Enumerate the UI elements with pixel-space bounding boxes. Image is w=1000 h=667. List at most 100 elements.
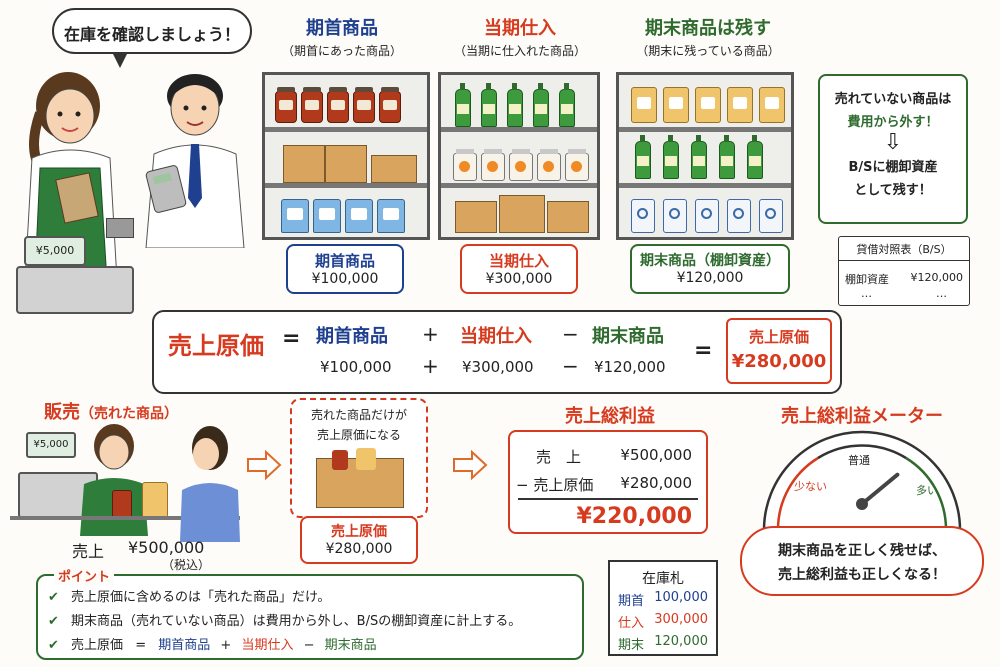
column1-subtitle: （期首にあった商品） (281, 44, 402, 58)
gp-result: ¥220,000 (576, 504, 692, 529)
tag-row2-value: 300,000 (654, 612, 708, 627)
formula-term1: 期首商品 (316, 326, 388, 347)
formula-term3: 期末商品 (592, 326, 664, 347)
formula-result-label: 売上原価 (748, 328, 809, 346)
meter-low-label: 少ない (794, 480, 827, 493)
gross-profit-title: 売上総利益 (565, 406, 655, 427)
shelf-purchases (438, 72, 600, 240)
points-item-1: ✔ 売上原価に含めるのは「売れた商品」だけ。 (48, 586, 330, 605)
bs-title: 貸借対照表（B/S） (839, 241, 969, 261)
meter-title: 売上総利益メーター (781, 406, 943, 427)
speech-bubble-top: 在庫を確認しましょう！ (52, 8, 252, 54)
register-receipt (106, 218, 134, 238)
inventory-tag: 在庫札 期首 100,000 仕入 300,000 期末 120,000 (608, 560, 718, 656)
sales-scene: ¥5,000 (10, 420, 240, 542)
formula-value3: ¥120,000 (594, 358, 666, 376)
sales-register-display-text: ¥5,000 (33, 439, 69, 450)
purchases-box-label: 当期仕入 (488, 252, 549, 270)
opening-stock-box-value: ¥100,000 (311, 271, 379, 287)
speech-bubble-text: 在庫を確認しましょう！ (63, 25, 240, 44)
column2-title: 当期仕入 (484, 18, 556, 39)
sold-goods-box-label: 売上原価 (331, 524, 387, 540)
note-line1: 売れていない商品は (834, 92, 952, 107)
shelf-closing-stock (616, 72, 794, 240)
gp-divider (518, 498, 698, 500)
sales-register-display: ¥5,000 (26, 432, 76, 458)
note-line2: 費用から外す！ (847, 115, 939, 130)
sold-goods-line2: 売上原価になる (316, 428, 401, 442)
sales-title: 販売（売れた商品） (44, 398, 178, 424)
register-body (16, 266, 134, 314)
sold-goods-box-value: ¥280,000 (325, 541, 393, 557)
purchases-box: 当期仕入 ¥300,000 (460, 244, 578, 294)
formula-value-plus: + (422, 354, 439, 378)
arrow-right-icon-2 (452, 449, 488, 484)
bottom-bubble-line1: 期末商品を正しく残せば、 (778, 543, 946, 559)
bottom-speech-bubble: 期末商品を正しく残せば、 売上総利益も正しくなる！ (740, 526, 984, 596)
bs-row-value: ¥120,000 (910, 271, 964, 284)
tag-row3-label: 期末 (618, 638, 645, 653)
closing-stock-box-label: 期末商品（棚卸資産） (640, 253, 780, 269)
box-jar-item (332, 450, 348, 470)
check-icon: ✔ (48, 614, 59, 629)
sold-goods-note: 売れた商品だけが 売上原価になる (290, 398, 428, 518)
formula-value-minus: − (562, 354, 579, 378)
gross-profit-box: 売 上 ¥500,000 − 売上原価 ¥280,000 ¥220,000 (508, 430, 708, 534)
sales-bag-item (142, 482, 168, 518)
column2-subtitle: （当期に仕入れた商品） (453, 44, 586, 58)
points-box: ポイント ✔ 売上原価に含めるのは「売れた商品」だけ。 ✔ 期末商品（売れていな… (36, 566, 584, 660)
formula-lhs: 売上原価 (168, 332, 264, 360)
meter-mid-label: 普通 (848, 454, 870, 467)
balance-sheet-card: 貸借対照表（B/S） 棚卸資産 ¥120,000 … … (838, 236, 970, 306)
note-arrow-icon: ⇩ (883, 130, 903, 155)
shelf-opening-stock (262, 72, 430, 240)
tag-row3-value: 120,000 (654, 634, 708, 649)
sales-amount-label: 売上 (72, 542, 105, 561)
customer-figure (180, 426, 240, 542)
gp-row2-value: ¥280,000 (620, 474, 692, 492)
formula-box: 売上原価 = 期首商品 + 当期仕入 − 期末商品 ¥100,000 + ¥30… (152, 310, 842, 394)
formula-value1: ¥100,000 (320, 358, 392, 376)
note-line4: として残す！ (854, 183, 932, 198)
formula-value2: ¥300,000 (462, 358, 534, 376)
sales-jar-item (112, 490, 132, 518)
sales-amount-value: ¥500,000 (128, 538, 205, 557)
bs-dots-right: … (936, 287, 947, 300)
points-title: ポイント (54, 566, 115, 585)
meter-high-label: 多い (916, 484, 938, 497)
tag-row1-value: 100,000 (654, 590, 708, 605)
check-icon: ✔ (48, 590, 59, 605)
tag-title: 在庫札 (642, 571, 684, 587)
sales-counter (10, 516, 240, 520)
bs-dots-left: … (861, 287, 872, 300)
formula-eq: = (282, 326, 301, 351)
sold-goods-box: 売上原価 ¥280,000 (300, 516, 418, 564)
bs-row-label: 棚卸資産 (845, 273, 889, 286)
points-item-3-t1: 期首商品 (158, 638, 211, 653)
opening-stock-box: 期首商品 ¥100,000 (286, 244, 404, 294)
column1-title: 期首商品 (306, 18, 378, 39)
note-right: 売れていない商品は 費用から外す！ ⇩ B/Sに棚卸資産 として残す！ (818, 74, 968, 224)
register-display-text: ¥5,000 (35, 244, 75, 257)
arrow-right-icon-1 (246, 449, 282, 484)
sales-tax-note: （税込） (162, 558, 211, 572)
closing-stock-box-value: ¥120,000 (676, 270, 744, 286)
tag-row1-label: 期首 (618, 594, 645, 609)
gp-row1-label: 売 上 (536, 448, 582, 466)
formula-minus: − (562, 322, 579, 346)
closing-stock-box: 期末商品（棚卸資産） ¥120,000 (630, 244, 790, 294)
formula-term2: 当期仕入 (460, 326, 532, 347)
formula-plus: + (422, 322, 439, 346)
purchases-box-value: ¥300,000 (485, 271, 553, 287)
sold-goods-line1: 売れた商品だけが (310, 408, 407, 422)
points-item-3-t3: 期末商品 (324, 638, 377, 653)
speech-bubble-tail (112, 52, 128, 68)
sales-title-sub: （売れた商品） (80, 406, 178, 422)
formula-result-eq: = (694, 338, 713, 363)
register-display: ¥5,000 (24, 236, 86, 266)
points-item-3-minus: − (303, 638, 315, 653)
check-icon: ✔ (48, 638, 59, 653)
bottom-bubble-line2: 売上総利益も正しくなる！ (778, 567, 946, 583)
note-line3: B/Sに棚卸資産 (848, 160, 938, 175)
column3-subtitle: （期末に残っている商品） (636, 44, 780, 58)
